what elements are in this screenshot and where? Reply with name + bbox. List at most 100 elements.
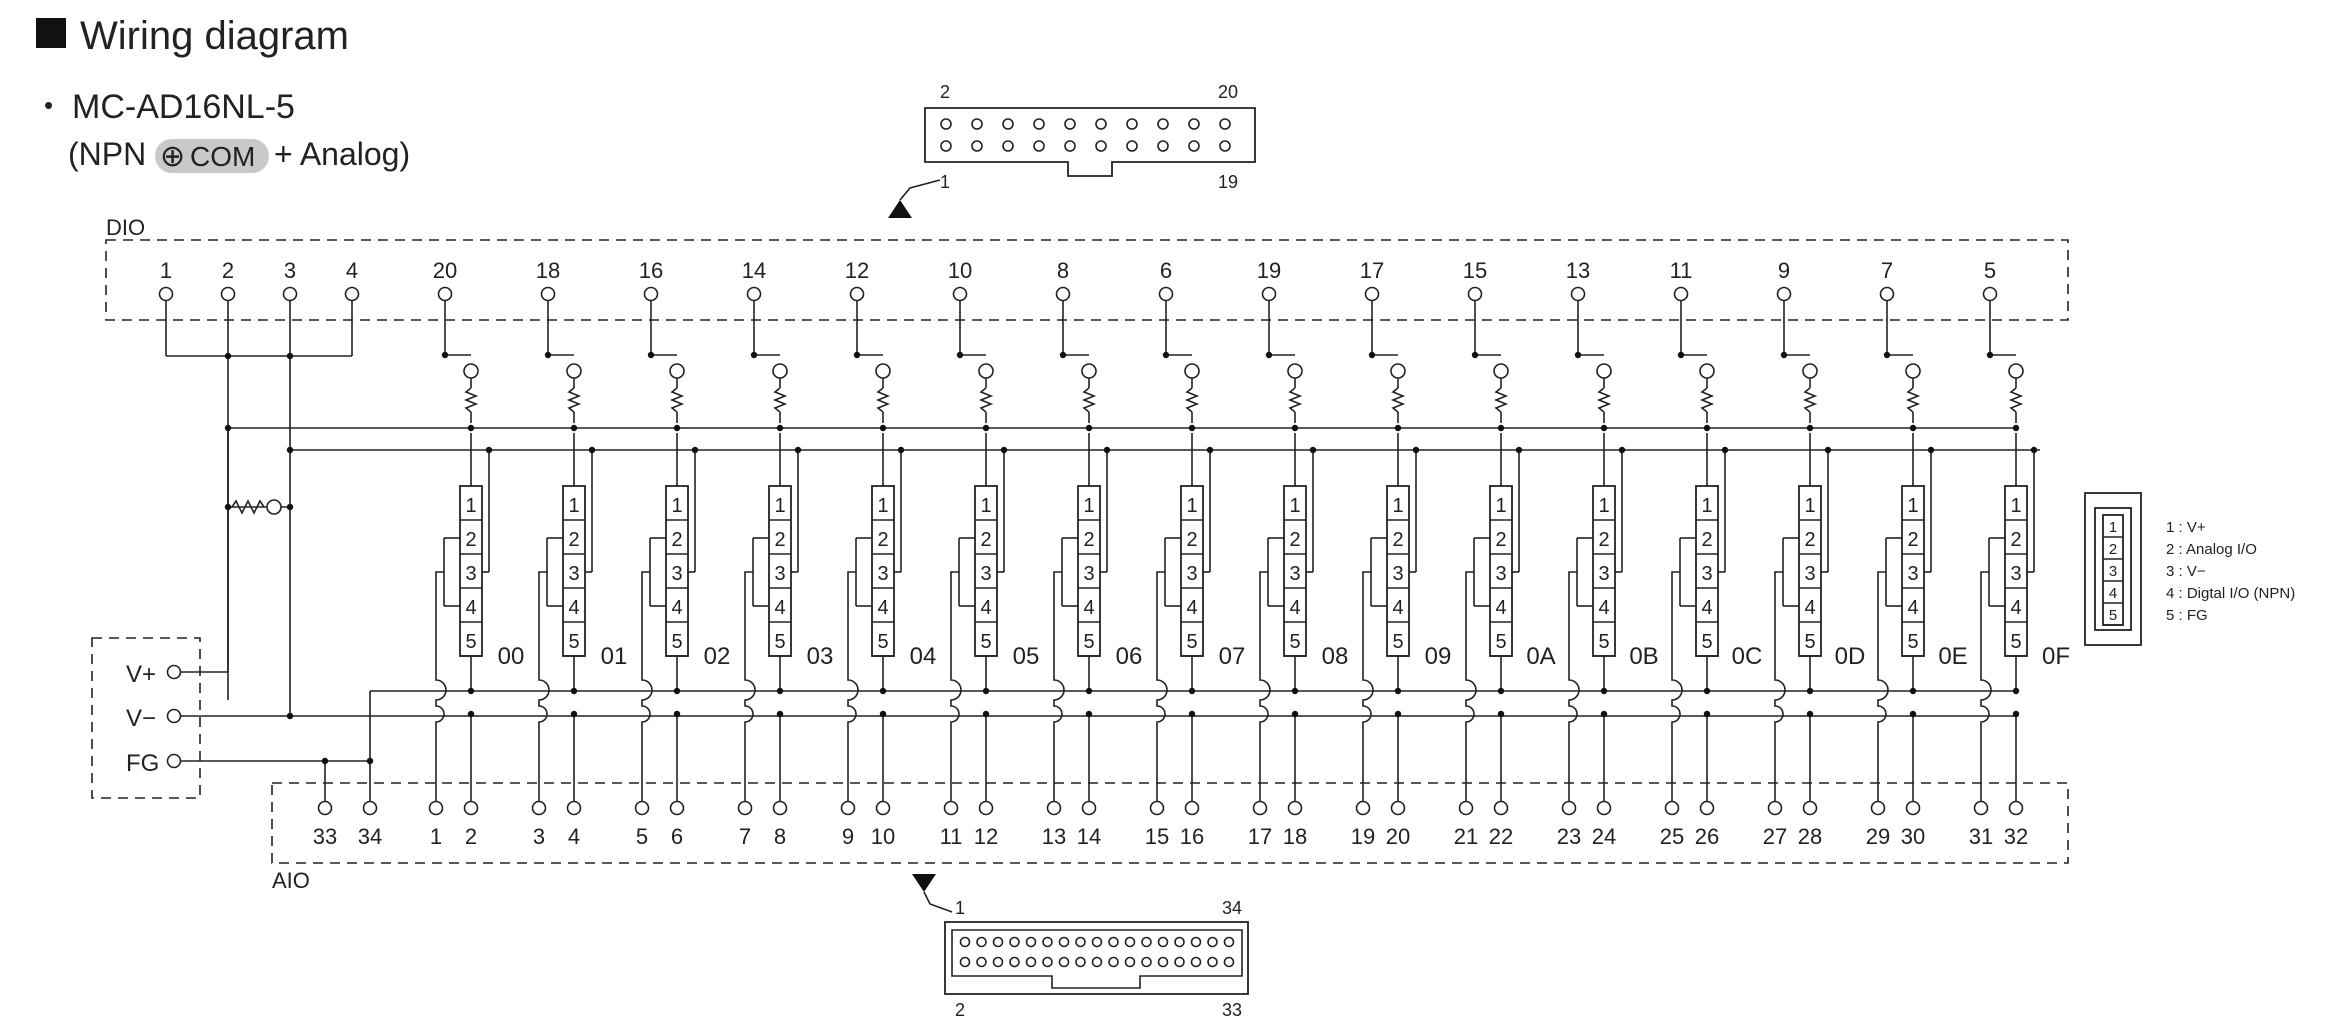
junction-dot: [982, 424, 990, 432]
junction-dot: [1574, 351, 1582, 359]
connector-pin: [1157, 118, 1169, 130]
junction-dot: [776, 424, 784, 432]
connector-pin: [1124, 956, 1136, 968]
legend-item: 2 : Analog I/O: [2166, 541, 2257, 558]
legend-pin-label: 5: [2109, 607, 2117, 624]
aio-terminal-label: 19: [1351, 824, 1375, 849]
channel-label: 0A: [1526, 643, 1555, 670]
connector-pin: [1033, 140, 1045, 152]
module-pin-label: 1: [671, 495, 682, 517]
connector-pin: [1064, 118, 1076, 130]
module-pin-label: 4: [1083, 597, 1094, 619]
aio-terminal: [1184, 800, 1200, 816]
aio-terminal-block: [271, 782, 2069, 864]
junction-dot: [2012, 424, 2020, 432]
aio-terminal: [978, 800, 994, 816]
aio-terminal-label: 1: [430, 824, 442, 849]
com-symbol: ⊕: [160, 140, 185, 173]
connector-pin: [1207, 956, 1218, 968]
channel-led: [1493, 363, 1509, 379]
module-pin-label: 1: [1598, 495, 1609, 517]
module-pin-label: 3: [465, 563, 476, 585]
channel-label: 0B: [1629, 643, 1658, 670]
junction-dot: [467, 424, 475, 432]
aio-terminal: [669, 800, 685, 816]
junction-dot: [853, 351, 861, 359]
junction-dot: [1677, 351, 1685, 359]
junction-dot: [1497, 687, 1505, 695]
dio-terminal-label: 11: [1670, 258, 1693, 283]
dio-terminal-label: 12: [845, 258, 869, 283]
module-pin-label: 5: [1289, 631, 1300, 653]
aio-odd-wire: [1053, 571, 1065, 801]
connector-pin: [1009, 956, 1020, 968]
connector-pin: [1009, 936, 1020, 948]
aio-odd-wire: [1980, 571, 1992, 801]
connector-pin: [1223, 956, 1235, 968]
module-pin-label: 1: [568, 495, 579, 517]
connector-pin: [959, 936, 971, 948]
aio-odd-wire: [1568, 571, 1580, 801]
module-pin-label: 1: [877, 495, 888, 517]
aio-conn-top-right: 34: [1222, 898, 1242, 918]
connector-pin: [1207, 936, 1218, 948]
module-pin-label: 2: [1083, 529, 1094, 551]
junction-dot: [1265, 351, 1273, 359]
aio-terminal: [1287, 800, 1303, 816]
fg-terminal: [166, 753, 182, 769]
module-pin-label: 4: [1392, 597, 1403, 619]
junction-dot: [1806, 424, 1814, 432]
connector-pin: [1095, 118, 1107, 130]
junction-dot: [879, 710, 887, 718]
dio-terminal: [1879, 286, 1895, 302]
module-pin-label: 5: [1495, 631, 1506, 653]
dio-terminal: [849, 286, 865, 302]
channel-label: 05: [1013, 643, 1040, 670]
junction-dot: [1780, 351, 1788, 359]
connector-pin: [1025, 956, 1037, 968]
model-close-text: + Analog): [274, 136, 410, 172]
channel-led: [1184, 363, 1200, 379]
junction-dot: [673, 424, 681, 432]
dio-terminal: [540, 286, 556, 302]
aio-conn-bottom-left: 2: [955, 1000, 965, 1020]
aio-terminal-label: 17: [1248, 824, 1272, 849]
dio-terminal: [158, 286, 174, 302]
module-pin-label: 3: [1083, 563, 1094, 585]
aio-odd-wire: [1774, 571, 1786, 801]
junction-dot: [1162, 351, 1170, 359]
aio-terminal: [1046, 800, 1062, 816]
dio-terminal-label: 6: [1160, 258, 1172, 283]
junction-dot: [1412, 446, 1420, 454]
module-pin-label: 2: [671, 529, 682, 551]
aio-terminal-label: 13: [1042, 824, 1066, 849]
channel-label: 0C: [1732, 643, 1763, 670]
dio-terminal: [1673, 286, 1689, 302]
module-pin-label: 1: [774, 495, 785, 517]
dio-terminal-label: 15: [1463, 258, 1487, 283]
module-pin-label: 1: [1804, 495, 1815, 517]
junction-dot: [1085, 710, 1093, 718]
junction-dot: [673, 687, 681, 695]
aio-terminal-label: 31: [1969, 824, 1993, 849]
module-pin-label: 1: [1392, 495, 1403, 517]
junction-dot: [366, 757, 374, 765]
connector-pin: [1157, 936, 1169, 948]
connector-pin: [1108, 936, 1119, 948]
dio-terminal-label: 16: [639, 258, 663, 283]
junction-dot: [1394, 687, 1402, 695]
channel-resistor: [566, 387, 582, 413]
junction-dot: [1721, 446, 1729, 454]
module-pin-label: 2: [774, 529, 785, 551]
channel-label: 01: [601, 643, 628, 670]
module-pin-label: 5: [774, 631, 785, 653]
aio-terminal: [875, 800, 891, 816]
junction-dot: [647, 351, 655, 359]
legend-pin-label: 1: [2109, 519, 2117, 536]
dio-terminal-label: 5: [1984, 258, 1996, 283]
dio-terminal: [1261, 286, 1277, 302]
legend-pin-label: 2: [2109, 541, 2117, 558]
